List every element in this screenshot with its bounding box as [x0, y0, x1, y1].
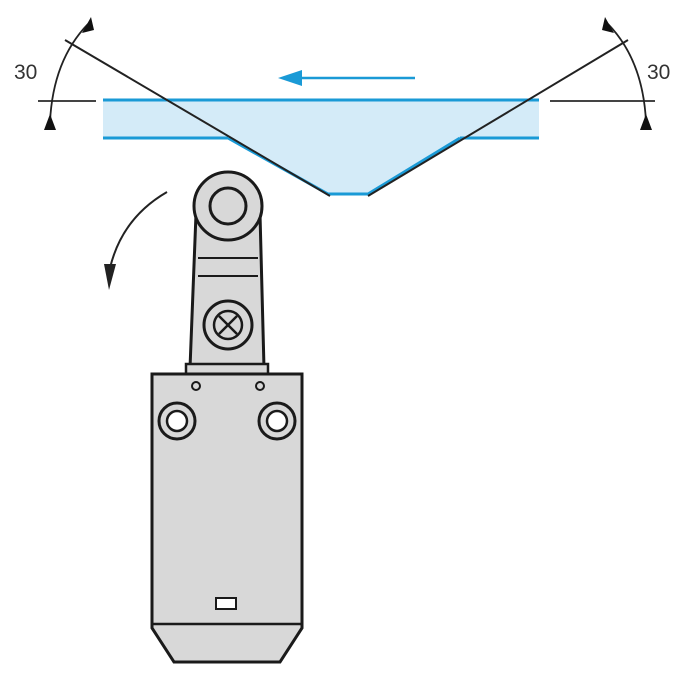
lever-arm	[184, 170, 270, 378]
angle-label-left: 30	[14, 61, 37, 84]
arrow-left-icon	[278, 70, 415, 86]
angle-line-right	[367, 39, 629, 197]
roller-hub	[208, 186, 248, 226]
pin-right	[255, 381, 265, 391]
cross-screw-icon	[202, 299, 254, 351]
cam-band	[103, 100, 539, 138]
dimension-arrowhead-icon	[44, 114, 56, 130]
mounting-hole-left	[157, 401, 197, 441]
dimension-arrowhead-icon	[82, 17, 94, 33]
indicator-window	[215, 597, 237, 610]
angle-label-right: 30	[647, 61, 670, 84]
switch-body	[150, 372, 304, 664]
actuating-cam	[103, 98, 539, 196]
angle-line-left	[64, 39, 331, 197]
dimension-arrowhead-icon	[640, 114, 652, 130]
mounting-hole-right	[257, 401, 297, 441]
angle-dimension-right: 30	[602, 17, 670, 130]
pin-left	[191, 381, 201, 391]
cam-ramp	[228, 138, 460, 194]
curved-arrow-icon	[104, 191, 168, 290]
angle-dimension-left: 30	[14, 17, 94, 130]
dimension-arrowhead-icon	[602, 17, 614, 33]
